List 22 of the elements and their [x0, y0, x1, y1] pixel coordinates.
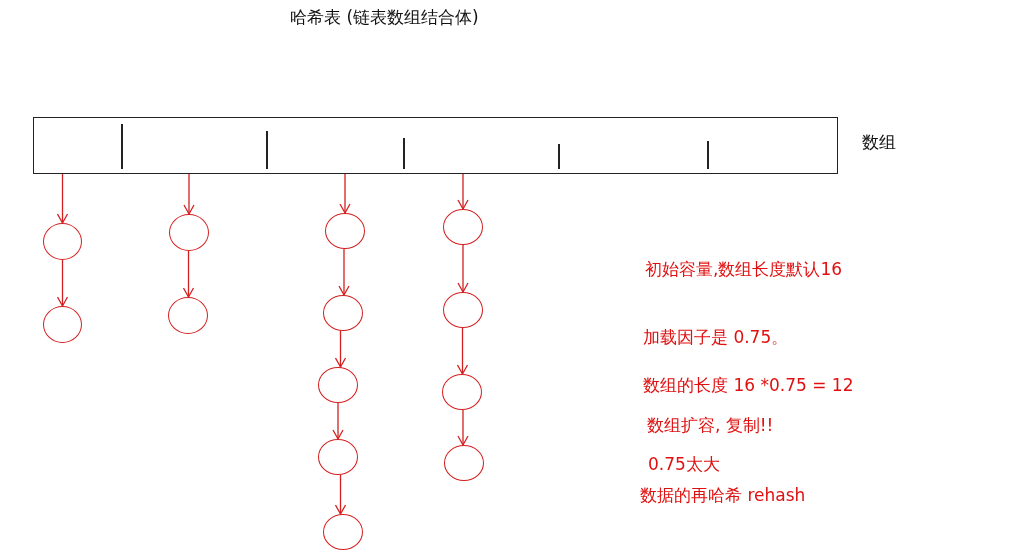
arrow — [183, 173, 195, 215]
arrow — [457, 409, 469, 446]
arrow — [334, 474, 347, 515]
note-text: 0.75太大 — [648, 453, 721, 476]
array-label: 数组 — [862, 131, 896, 154]
note-text: 初始容量,数组长度默认16 — [645, 258, 844, 281]
note-text: 数组扩容, 复制!! — [647, 414, 775, 437]
arrow — [334, 330, 347, 368]
note-text: 加载因子是 0.75。 — [643, 326, 790, 349]
array-box — [33, 117, 838, 174]
arrow — [56, 173, 69, 224]
title: 哈希表 (链表数组结合体) — [290, 6, 479, 29]
arrow — [56, 259, 69, 307]
arrow — [456, 327, 469, 375]
arrow — [182, 250, 195, 298]
arrow — [457, 244, 469, 293]
note-text: 数组的长度 16 *0.75 = 12 — [643, 374, 855, 397]
arrow — [338, 248, 350, 296]
arrow — [457, 173, 469, 210]
note-text: 数据的再哈希 rehash — [640, 484, 807, 507]
arrow — [339, 173, 351, 214]
arrow — [332, 402, 344, 440]
